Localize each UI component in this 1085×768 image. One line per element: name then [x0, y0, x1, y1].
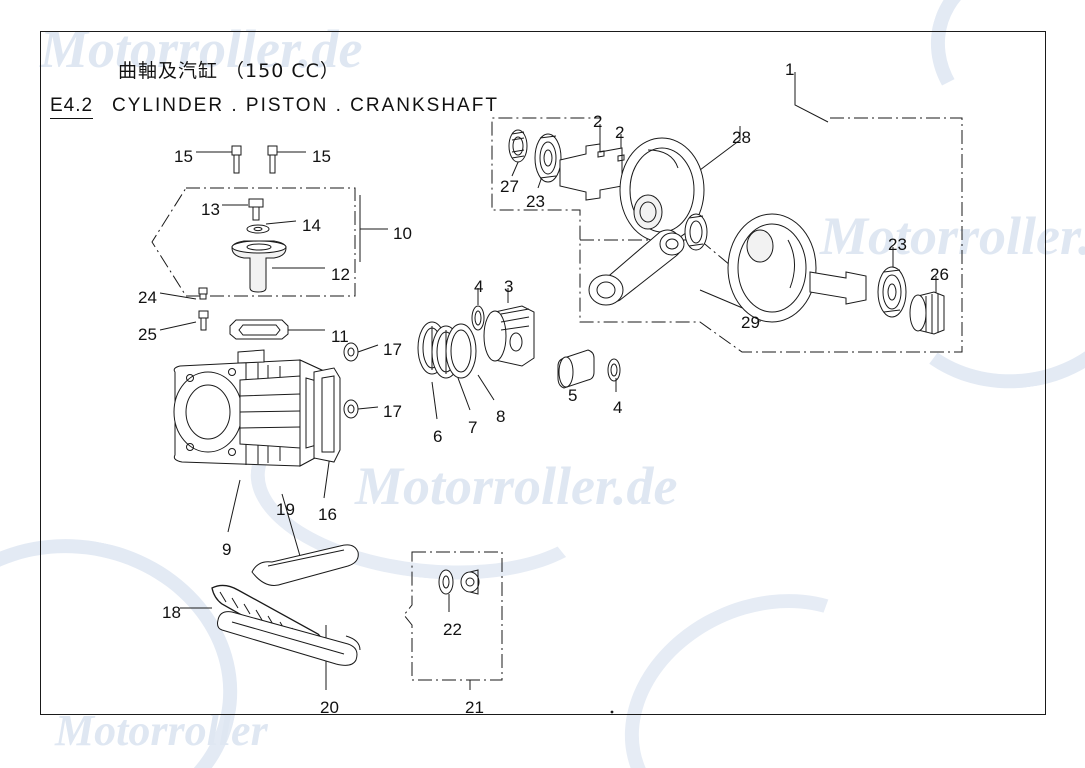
callout-17a: 17: [383, 340, 402, 359]
callout-26: 26: [930, 265, 949, 284]
callout-10: 10: [393, 224, 412, 243]
section-title: CYLINDER . PISTON . CRANKSHAFT: [112, 95, 499, 116]
section-code: E4.2: [50, 95, 94, 119]
callout-7: 7: [468, 418, 478, 437]
callout-2b: 2: [615, 123, 625, 142]
callout-22: 22: [443, 620, 462, 639]
callout-9: 9: [222, 540, 232, 559]
callout-15b: 15: [312, 147, 331, 166]
callout-24: 24: [138, 288, 157, 307]
callout-11: 11: [331, 327, 349, 346]
callout-12: 12: [331, 265, 350, 284]
callout-1: 1: [785, 60, 795, 79]
callout-18: 18: [162, 603, 181, 622]
callout-17b: 17: [383, 402, 402, 421]
callout-13: 13: [201, 200, 220, 219]
callout-28: 28: [732, 128, 751, 147]
callout-25: 25: [138, 325, 157, 344]
callout-19: 19: [276, 500, 295, 519]
callout-20: 20: [320, 698, 339, 717]
callout-29: 29: [741, 313, 760, 332]
callout-14: 14: [302, 216, 321, 235]
chinese-title: 曲軸及汽缸 （150 CC）: [118, 60, 340, 82]
callout-5: 5: [568, 386, 578, 405]
callout-16: 16: [318, 505, 337, 524]
diagram-frame: [40, 31, 1046, 715]
callout-2a: 2: [593, 112, 603, 131]
callout-21: 21: [465, 698, 484, 717]
callout-4b: 4: [613, 398, 623, 417]
callout-6: 6: [433, 427, 443, 446]
callout-23b: 23: [888, 235, 907, 254]
callout-8: 8: [496, 407, 506, 426]
callout-23a: 23: [526, 192, 545, 211]
callout-15a: 15: [174, 147, 193, 166]
callout-3: 3: [504, 277, 514, 296]
callout-27: 27: [500, 177, 519, 196]
callout-4a: 4: [474, 277, 484, 296]
